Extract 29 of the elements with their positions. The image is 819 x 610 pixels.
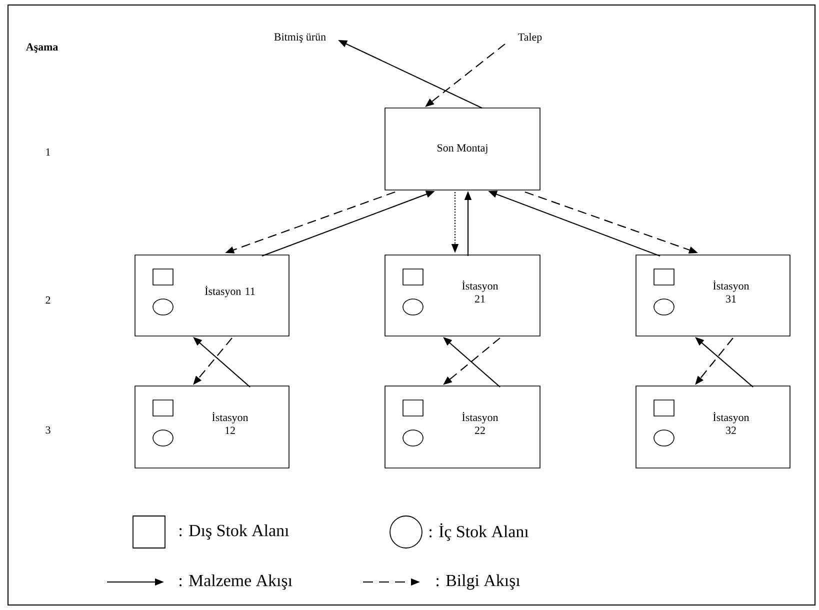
stock-circle [654,430,674,446]
legend-text: : Bilgi Akışı [436,574,520,590]
process-box: Son Montaj [384,108,540,190]
stock-square [152,268,174,286]
stock-square [402,268,424,286]
node-label: Talep [518,33,542,43]
stock-circle [654,298,674,316]
stock-circle [152,430,174,446]
stage-number: 3 [46,426,50,434]
stock-circle [402,298,424,316]
stock-square [402,400,424,416]
legend-text: : İç Stok Alanı [430,523,529,541]
stage-number: 2 [46,296,50,304]
stage-number: 1 [46,148,50,156]
legend-text: : Dış Stok Alanı [180,524,289,540]
station-box: İstasyon 12 [134,386,290,468]
stock-square [654,268,674,286]
legend-text: : Malzeme Akışı [180,574,292,590]
station-box: İstasyon 21 [384,254,540,336]
stock-square [152,400,174,416]
stock-circle [152,298,174,316]
node-label: Bitmiş ürün [274,33,326,43]
stock-square [654,400,674,416]
stock-circle [402,430,424,446]
station-box: İstasyon 11 [134,254,290,336]
column-heading: Aşama [26,43,58,53]
station-box: İstasyon 32 [636,386,790,468]
station-box: İstasyon 22 [384,386,540,468]
station-box: İstasyon 31 [636,254,790,336]
